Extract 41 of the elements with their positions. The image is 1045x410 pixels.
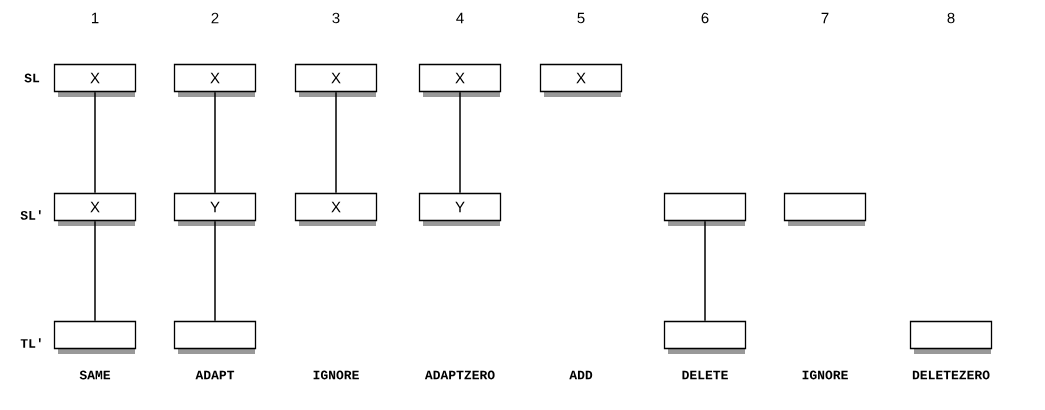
- text-box: X: [53, 192, 137, 226]
- column-number: 8: [947, 12, 955, 24]
- empty-box: [53, 320, 137, 354]
- empty-box: [909, 320, 993, 354]
- column-number: 1: [92, 12, 99, 24]
- text-box: X: [53, 63, 137, 97]
- column-caption: DELETE: [682, 370, 728, 380]
- column-caption: DELETEZERO: [912, 370, 990, 380]
- text-box: X: [173, 63, 257, 97]
- column-caption: ADAPTZERO: [424, 370, 495, 380]
- row-label: SL: [24, 73, 40, 83]
- connector-line: [94, 91, 96, 194]
- column-number: 6: [701, 12, 709, 24]
- text-box: X: [294, 192, 378, 226]
- text-box: X: [294, 63, 378, 97]
- column-caption: IGNORE: [802, 370, 848, 380]
- text-box: X: [418, 63, 502, 97]
- column-number: 2: [211, 12, 219, 24]
- connector-line: [214, 91, 216, 194]
- column-caption: ADAPT: [195, 370, 235, 380]
- connector-line: [335, 91, 337, 194]
- column-caption: IGNORE: [313, 370, 359, 380]
- column-number: 5: [577, 12, 585, 24]
- empty-box: [783, 192, 867, 226]
- row-label: TL': [20, 338, 41, 348]
- text-box: Y: [173, 192, 257, 226]
- column-caption: ADD: [569, 370, 593, 380]
- empty-box: [173, 320, 257, 354]
- text-box: Y: [418, 192, 502, 226]
- empty-box: [663, 320, 747, 354]
- empty-box: [663, 192, 747, 226]
- column-number: 3: [332, 12, 340, 24]
- connector-line: [704, 220, 706, 322]
- connector-line: [214, 220, 216, 322]
- column-caption: SAME: [79, 370, 111, 380]
- column-number: 7: [821, 12, 829, 24]
- connector-line: [459, 91, 461, 194]
- row-label: SL': [20, 210, 41, 220]
- column-number: 4: [456, 12, 464, 24]
- connector-line: [94, 220, 96, 322]
- text-box: X: [539, 63, 623, 97]
